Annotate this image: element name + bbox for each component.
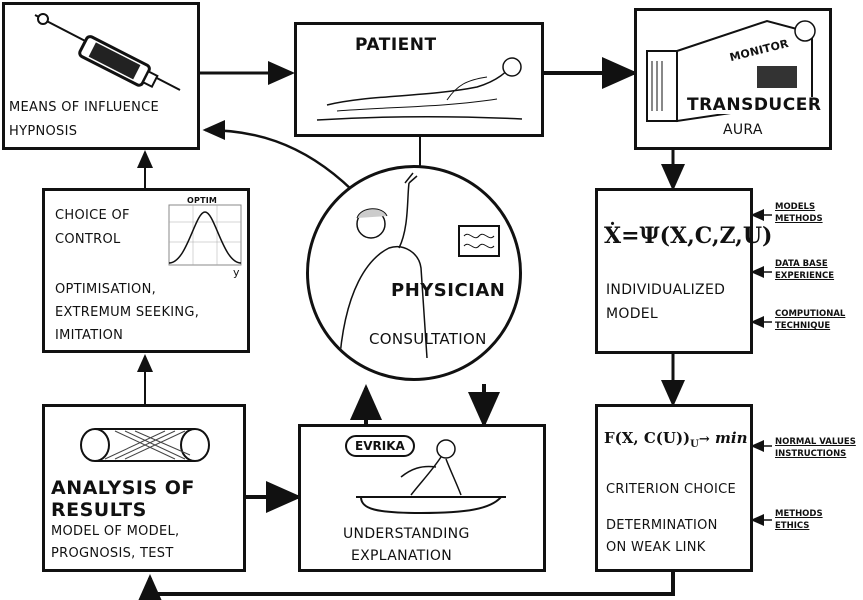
analysis-box: ANALYSIS OF RESULTS MODEL OF MODEL, PROG… [42,404,246,572]
analysis-line1: ANALYSIS OF [51,477,195,499]
transducer-box: MONITOR TRANSDUCER AURA [634,8,832,150]
criterion-formula-main: F(X, C(U)) [604,429,691,447]
analysis-line4: PROGNOSIS, TEST [51,546,174,561]
patient-figure-icon [316,57,523,121]
control-line2: CONTROL [55,232,121,247]
model-line1: INDIVIDUALIZED [606,282,726,298]
monitor-icon [646,19,816,123]
model-input-2: DATA BASE EXPERIENCE [775,259,835,281]
understanding-line1: UNDERSTANDING [343,526,470,542]
model-box: Ẋ=Ψ(X,C,Z,U) INDIVIDUALIZED MODEL [595,188,772,354]
criterion-formula-sub: U [690,439,699,450]
criterion-formula-end: min [715,429,748,447]
influence-box: MEANS OF INFLUENCE HYPNOSIS [2,2,200,150]
influence-line2: HYPNOSIS [9,124,78,139]
physician-title: PHYSICIAN [391,280,506,301]
analysis-line2: RESULTS [51,499,147,521]
patient-label: PATIENT [355,35,437,55]
criterion-line3: ON WEAK LINK [606,540,706,555]
understanding-box: EVRIKA UNDERSTANDING EXPLANATION [298,424,546,572]
criterion-input-1: NORMAL VALUES INSTRUCTIONS [775,437,856,459]
understanding-line2: EXPLANATION [351,548,453,564]
bath-figure-icon [356,439,506,515]
optim-label: OPTIM [187,196,218,205]
criterion-line2: DETERMINATION [606,518,718,533]
optim-axis-label: y [233,266,240,279]
control-line1: CHOICE OF [55,208,130,223]
control-line5: IMITATION [55,328,124,343]
optim-chart-icon [168,204,242,266]
arrow-physician-to-influence [202,120,353,191]
criterion-input-2: METHODS ETHICS [775,509,823,531]
evrika-badge: EVRIKA [345,435,415,457]
criterion-line1: CRITERION CHOICE [606,482,737,497]
control-line4: EXTREMUM SEEKING, [55,305,200,320]
model-equation: Ẋ=Ψ(X,C,Z,U) [604,223,773,249]
physician-circle: PHYSICIAN CONSULTATION [306,165,522,381]
analysis-line3: MODEL OF MODEL, [51,524,180,539]
syringe-icon [34,13,181,91]
transducer-title: TRANSDUCER [685,95,824,115]
model-input-3: COMPUTIONAL TECHNIQUE [775,309,846,331]
control-box: CHOICE OF CONTROL OPTIM y OPTIMISATION, … [42,188,250,353]
cylinder-icon [80,428,210,462]
physician-figure-icon [338,172,500,369]
control-line3: OPTIMISATION, [55,282,157,297]
model-line2: MODEL [606,306,659,322]
arrow-criterion-to-analysis [134,572,675,600]
criterion-formula: F(X, C(U))U→ min [604,429,748,450]
influence-line1: MEANS OF INFLUENCE [9,100,160,115]
transducer-sub: AURA [723,122,763,138]
criterion-box: F(X, C(U))U→ min CRITERION CHOICE DETERM… [595,404,753,572]
model-input-1: MODELS METHODS [775,202,823,224]
patient-box: PATIENT [294,22,544,137]
physician-sub: CONSULTATION [369,330,487,348]
